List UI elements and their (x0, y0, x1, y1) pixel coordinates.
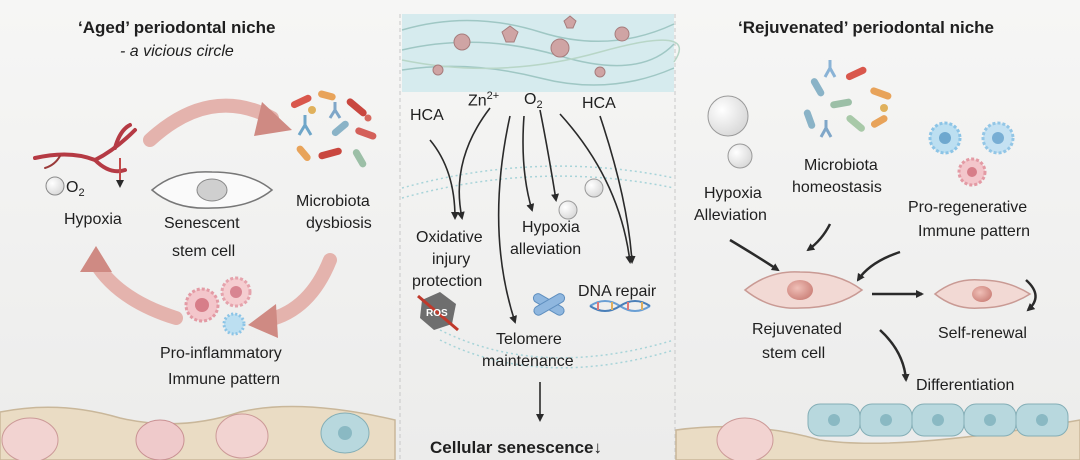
microbiota-label-line1: Microbiota (296, 193, 370, 210)
right-panel (675, 60, 1080, 460)
self-renewed-nucleus (972, 286, 992, 302)
ros-icon (417, 292, 459, 332)
senescent-nucleus (196, 178, 228, 202)
senescence-label: Cellular senescence↓ (430, 438, 602, 457)
hypoxia-alleviation-line1: Hypoxia (522, 219, 580, 236)
right-microbiota-line2: homeostasis (792, 179, 882, 196)
bubble-icon (558, 200, 578, 220)
left-title: ‘Aged’ periodontal niche (78, 18, 276, 37)
middle-panel (399, 14, 680, 460)
differentiation-label: Differentiation (916, 377, 1015, 394)
dna-icon (589, 300, 651, 312)
zn-label: Zn2+ (468, 90, 500, 110)
circle-arrow-right (261, 253, 337, 327)
oxidative-label-line1: Oxidative (416, 229, 483, 246)
right-microbiota-line1: Microbiota (804, 157, 878, 174)
left-o2-label: O2 (66, 179, 85, 200)
bacteria-cluster-icon (803, 60, 892, 138)
chromosome-icon (532, 293, 566, 316)
hca-right-label: HCA (582, 95, 616, 112)
rejuvenated-label-line2: stem cell (762, 345, 826, 362)
bubble-icon (45, 176, 65, 196)
pro-regenerative-line1: Pro-regenerative (908, 199, 1028, 216)
right-hypoxia-line2: Alleviation (694, 207, 767, 224)
self-renewal-label: Self-renewal (938, 325, 1027, 342)
bubble-icon (584, 178, 604, 198)
right-tissue-cell (716, 417, 774, 460)
left-tissue (0, 405, 396, 460)
hypoxia-alleviation-line2: alleviation (510, 241, 582, 258)
rejuvenated-label-line1: Rejuvenated (752, 321, 842, 338)
scaffold-icon (402, 14, 674, 92)
oxidative-label-line3: protection (412, 273, 483, 290)
left-panel (0, 90, 396, 460)
senescent-label-line2: stem cell (172, 243, 236, 260)
pro-regenerative-line2: Immune pattern (918, 223, 1031, 240)
hca-left-label: HCA (410, 107, 444, 124)
circle-arrow-top (143, 98, 279, 147)
immune-cells-icon (184, 276, 252, 336)
left-tissue-cells (1, 412, 370, 460)
senescent-label-line1: Senescent (164, 215, 240, 232)
bubble-group-icon (707, 95, 753, 169)
right-hypoxia-line1: Hypoxia (704, 185, 762, 202)
proinflammatory-label-line2: Immune pattern (168, 371, 281, 388)
proinflammatory-label-line1: Pro-inflammatory (160, 345, 282, 362)
bacteria-cluster-icon (290, 90, 377, 168)
left-hypoxia-label: Hypoxia (64, 211, 122, 228)
right-title: ‘Rejuvenated’ periodontal niche (738, 18, 994, 37)
ros-label: ROS (426, 308, 448, 319)
telomere-label-line2: maintenance (482, 353, 574, 370)
blood-vessel-icon (33, 123, 137, 174)
left-subtitle: - a vicious circle (120, 43, 234, 60)
immune-cells-icon (928, 121, 1015, 187)
telomere-label-line1: Telomere (496, 331, 562, 348)
oxidative-label-line2: injury (432, 251, 471, 268)
middle-o2-label: O2 (524, 91, 543, 112)
rejuvenated-nucleus (787, 280, 813, 300)
microbiota-label-line2: dysbiosis (306, 215, 372, 232)
dna-repair-label: DNA repair (578, 283, 657, 300)
